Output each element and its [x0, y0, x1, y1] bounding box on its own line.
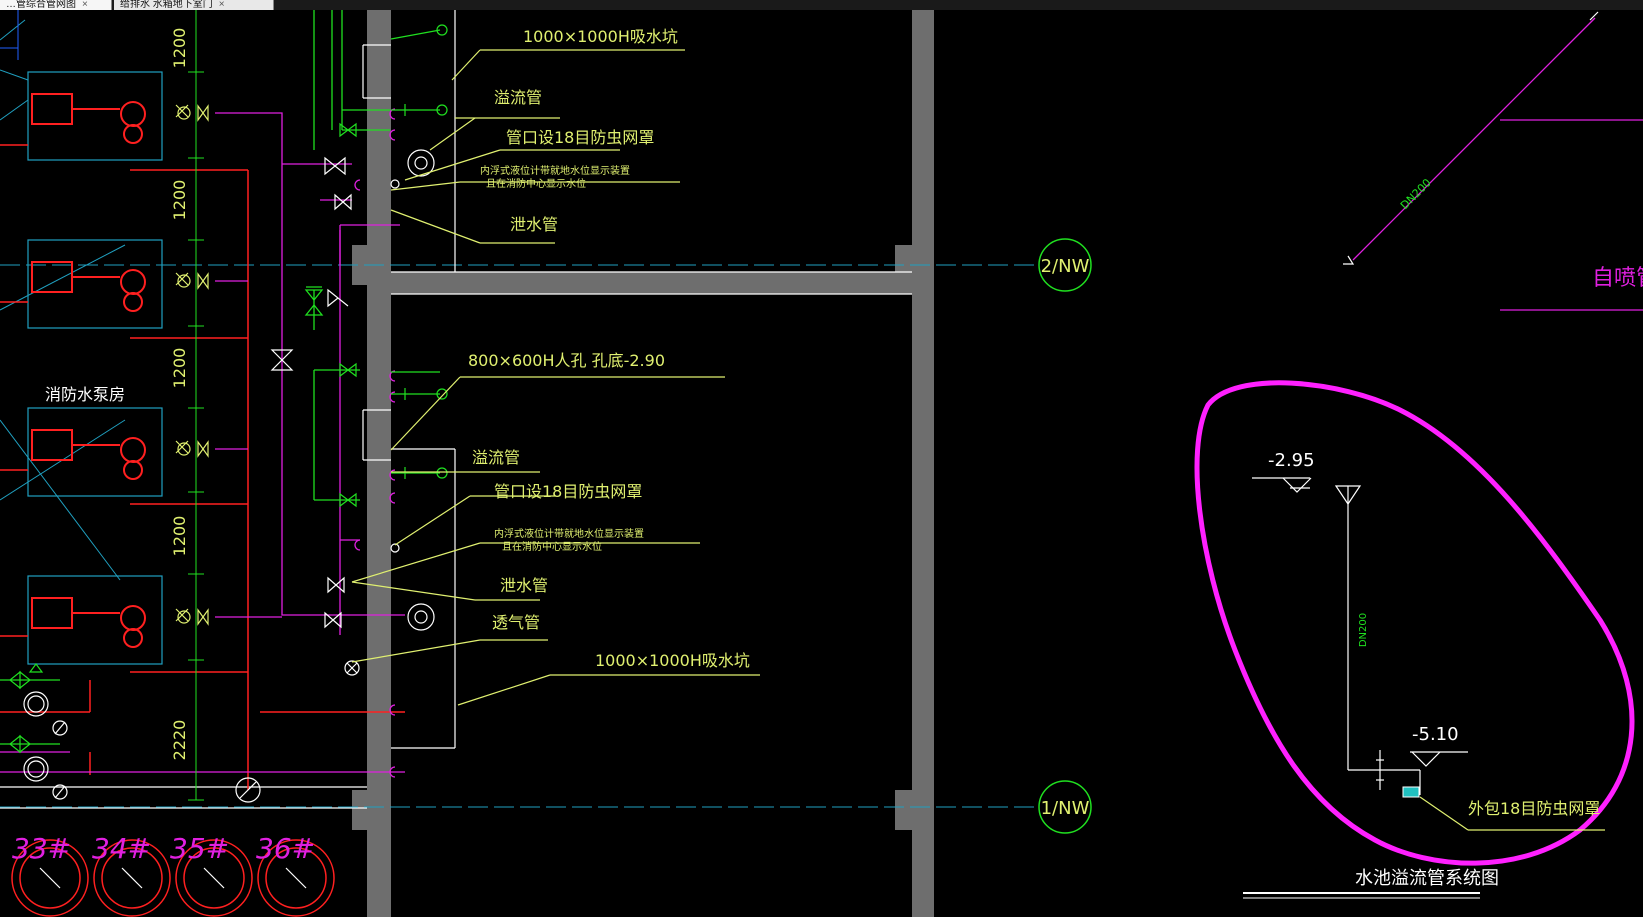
tank-label: 36#	[256, 832, 315, 865]
dimension-label: 2220	[170, 720, 189, 761]
tank-annotations-top: 1000×1000H吸水坑 溢流管 管口设18目防虫网罩 内浮式液位计带就地水位…	[390, 27, 685, 244]
annotation-level-2: 且在消防中心显示水位	[502, 540, 602, 553]
building-walls	[352, 10, 934, 917]
annotation-manhole: 800×600H人孔 孔底-2.90	[468, 351, 665, 370]
tab-label: 给排水 水箱地下室门	[120, 0, 213, 10]
pipe-size-label: DN200	[1358, 613, 1369, 647]
annotation-level-2: 且在消防中心显示水位	[486, 177, 586, 190]
tank-label: 33#	[12, 832, 71, 865]
tank-annotations-bottom: 800×600H人孔 孔底-2.90 溢流管 管口设18目防虫网罩 内浮式液位计…	[351, 351, 760, 706]
annotation-drain: 泄水管	[510, 215, 558, 234]
annotation-screen: 管口设18目防虫网罩	[506, 128, 654, 147]
pump-unit[interactable]	[27, 407, 163, 497]
wall-lines	[0, 271, 912, 809]
annotation-overflow: 溢流管	[472, 448, 520, 467]
tank-label: 34#	[92, 832, 151, 865]
cad-drawing-canvas[interactable]: 2/NW 1/NW	[0, 10, 1643, 917]
tab-drainage[interactable]: 给排水 水箱地下室门 ×	[114, 0, 274, 10]
grid-bubble-2nw[interactable]: 2/NW	[1038, 238, 1092, 292]
tab-pipe-network[interactable]: …管综合管网图 ×	[0, 0, 112, 10]
tab-label: …管综合管网图	[6, 0, 76, 10]
diagram-title: 水池溢流管系统图	[1355, 868, 1499, 889]
grid-axis-lines	[0, 264, 1040, 808]
dimension-label: 1200	[170, 348, 189, 389]
tank-piping-top	[304, 10, 456, 778]
elevation-bottom: -5.10	[1412, 724, 1459, 745]
pump-unit[interactable]	[27, 575, 163, 665]
elevation-top: -2.95	[1268, 450, 1315, 471]
dimension-label: 1200	[170, 28, 189, 69]
dimension-label: 1200	[170, 180, 189, 221]
grid-bubble-label: 2/NW	[1041, 256, 1090, 277]
pipe-size-label: DN200	[1398, 176, 1434, 212]
annotation-level-1: 内浮式液位计带就地水位显示装置	[494, 527, 644, 540]
close-icon[interactable]: ×	[218, 0, 225, 10]
annotation-vent: 透气管	[492, 613, 540, 632]
dimension-label: 1200	[170, 516, 189, 557]
overflow-system-diagram[interactable]: -2.95 -5.10 DN200 外包18目防虫网罩 水池溢流管系统图	[1194, 380, 1635, 899]
tab-bar: …管综合管网图 × 给排水 水箱地下室门 ×	[0, 0, 1643, 10]
annotation-level-1: 内浮式液位计带就地水位显示装置	[480, 164, 630, 177]
water-tanks-row: 33# 34# 35# 36#	[11, 832, 335, 917]
annotation-screen: 管口设18目防虫网罩	[494, 482, 642, 501]
room-label: 消防水泵房	[45, 385, 125, 404]
sprinkler-pipe-detail: DN200 自喷管	[1343, 11, 1643, 311]
annotation-drain: 泄水管	[500, 576, 548, 595]
screen-cover-label: 外包18目防虫网罩	[1468, 799, 1600, 818]
grid-bubble-label: 1/NW	[1041, 798, 1090, 819]
pump-room: 1200 1200 1200 1200 2220 消防水泵房	[0, 10, 405, 803]
close-icon[interactable]: ×	[82, 0, 88, 10]
pump-unit[interactable]	[27, 239, 163, 329]
annotation-sump: 1000×1000H吸水坑	[595, 651, 750, 670]
sprinkler-label: 自喷管	[1592, 266, 1643, 291]
tank-label: 35#	[170, 832, 229, 865]
annotation-sump: 1000×1000H吸水坑	[523, 27, 678, 46]
pump-unit[interactable]	[27, 71, 163, 161]
grid-bubble-1nw[interactable]: 1/NW	[1038, 780, 1092, 834]
annotation-overflow: 溢流管	[494, 88, 542, 107]
